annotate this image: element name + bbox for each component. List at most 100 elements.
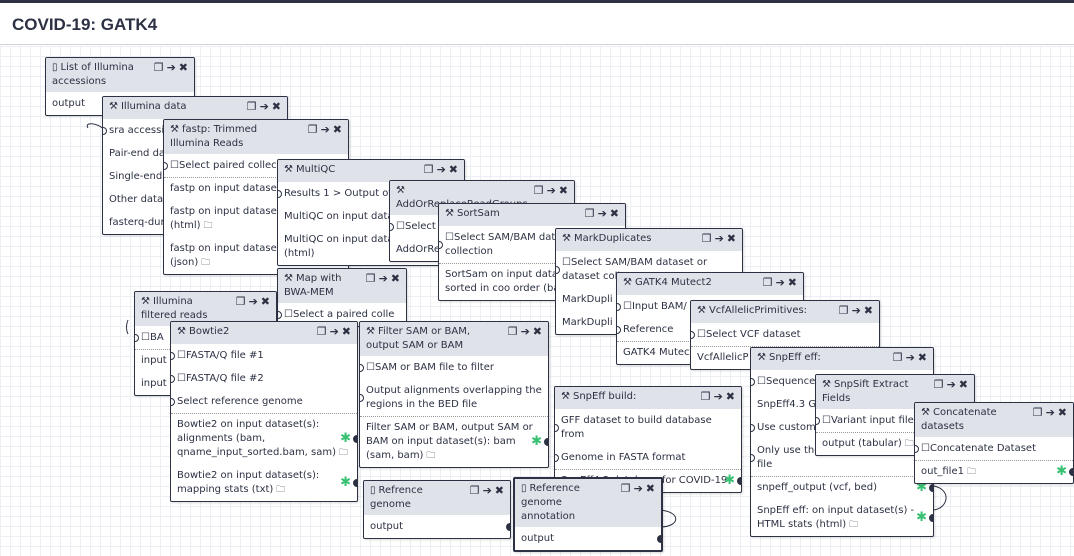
arrow-right-icon[interactable]: ➔	[714, 232, 725, 245]
copy-icon[interactable]: ❐	[507, 325, 519, 338]
input-terminal[interactable]	[171, 398, 175, 406]
input-terminal[interactable]	[171, 352, 175, 360]
close-icon[interactable]: ✖	[390, 272, 401, 285]
close-icon[interactable]: ✖	[863, 304, 874, 317]
workflow-node-bwamem[interactable]: ⚒Map with BWA-MEM❐➔✖☐Select a paired col…	[277, 268, 407, 327]
arrow-right-icon[interactable]: ➔	[775, 276, 786, 289]
node-header[interactable]: ⚒Filter SAM or BAM, output SAM or BAM❐➔✖	[360, 322, 548, 356]
input-terminal[interactable]	[390, 223, 394, 231]
close-icon[interactable]: ✖	[448, 163, 459, 176]
node-header[interactable]: ▯List of Illumina accessions❐➔✖	[46, 58, 194, 92]
asterisk-icon[interactable]: ✱	[916, 510, 927, 525]
input-terminal[interactable]	[171, 375, 175, 383]
arrow-right-icon[interactable]: ➔	[320, 123, 331, 136]
input-terminal[interactable]	[103, 127, 107, 135]
node-header[interactable]: ⚒Map with BWA-MEM❐➔✖	[278, 269, 406, 303]
close-icon[interactable]: ✖	[645, 482, 656, 495]
copy-icon[interactable]: ❐	[469, 484, 481, 497]
asterisk-icon[interactable]: ✱	[531, 434, 542, 449]
node-header[interactable]: ⚒GATK4 Mutect2❐➔✖	[617, 273, 803, 295]
output-terminal[interactable]	[1069, 468, 1073, 476]
arrow-right-icon[interactable]: ➔	[378, 272, 389, 285]
node-header[interactable]: ⚒SnpEff eff:❐➔✖	[751, 348, 933, 370]
close-icon[interactable]: ✖	[787, 276, 798, 289]
arrow-right-icon[interactable]: ➔	[713, 390, 724, 403]
input-terminal[interactable]	[555, 424, 559, 432]
close-icon[interactable]: ✖	[494, 484, 505, 497]
output-terminal[interactable]	[353, 479, 357, 487]
node-header[interactable]: ⚒SortSam❐➔✖	[439, 204, 625, 226]
arrow-right-icon[interactable]: ➔	[482, 484, 493, 497]
copy-icon[interactable]: ❐	[307, 123, 319, 136]
asterisk-icon[interactable]: ✱	[1056, 464, 1067, 479]
arrow-right-icon[interactable]: ➔	[633, 482, 644, 495]
asterisk-icon[interactable]: ✱	[340, 475, 351, 490]
workflow-node-concat[interactable]: ⚒Concatenate datasets❐➔✖☐Concatenate Dat…	[914, 402, 1074, 484]
input-terminal[interactable]	[278, 190, 282, 198]
output-terminal[interactable]	[929, 484, 933, 492]
arrow-right-icon[interactable]: ➔	[520, 325, 531, 338]
input-terminal[interactable]	[617, 303, 621, 311]
arrow-right-icon[interactable]: ➔	[546, 184, 557, 197]
input-terminal[interactable]	[360, 394, 364, 402]
input-terminal[interactable]	[617, 326, 621, 334]
node-header[interactable]: ⚒VcfAllelicPrimitives:❐➔✖	[691, 301, 879, 323]
close-icon[interactable]: ✖	[1057, 406, 1068, 419]
close-icon[interactable]: ✖	[609, 207, 620, 220]
copy-icon[interactable]: ❐	[762, 276, 774, 289]
workflow-node-filtersam[interactable]: ⚒Filter SAM or BAM, output SAM or BAM❐➔✖…	[359, 321, 549, 468]
copy-icon[interactable]: ❐	[246, 100, 258, 113]
copy-icon[interactable]: ❐	[701, 232, 713, 245]
copy-icon[interactable]: ❐	[423, 163, 435, 176]
arrow-right-icon[interactable]: ➔	[436, 163, 447, 176]
close-icon[interactable]: ✖	[958, 378, 969, 391]
copy-icon[interactable]: ❐	[1032, 406, 1044, 419]
copy-icon[interactable]: ❐	[153, 61, 165, 74]
close-icon[interactable]: ✖	[917, 351, 928, 364]
arrow-right-icon[interactable]: ➔	[166, 61, 177, 74]
arrow-right-icon[interactable]: ➔	[1045, 406, 1056, 419]
close-icon[interactable]: ✖	[341, 325, 352, 338]
arrow-right-icon[interactable]: ➔	[248, 295, 259, 308]
copy-icon[interactable]: ❐	[620, 482, 632, 495]
output-terminal[interactable]	[929, 514, 933, 522]
copy-icon[interactable]: ❐	[933, 378, 945, 391]
input-terminal[interactable]	[439, 241, 443, 249]
input-terminal[interactable]	[751, 424, 755, 432]
copy-icon[interactable]: ❐	[584, 207, 596, 220]
node-header[interactable]: ⚒SnpEff build:❐➔✖	[555, 387, 741, 409]
close-icon[interactable]: ✖	[260, 295, 271, 308]
asterisk-icon[interactable]: ✱	[916, 480, 927, 495]
node-header[interactable]: ⚒Illumina data❐➔✖	[103, 97, 287, 119]
workflow-node-bowtie2[interactable]: ⚒Bowtie2❐➔✖☐FASTA/Q file #1☐FASTA/Q file…	[170, 321, 358, 502]
asterisk-icon[interactable]: ✱	[724, 473, 735, 488]
close-icon[interactable]: ✖	[532, 325, 543, 338]
asterisk-icon[interactable]: ✱	[340, 431, 351, 446]
node-header[interactable]: ⚒Bowtie2❐➔✖	[171, 322, 357, 344]
node-header[interactable]: ⚒MultiQC❐➔✖	[278, 160, 464, 182]
copy-icon[interactable]: ❐	[316, 325, 328, 338]
copy-icon[interactable]: ❐	[700, 390, 712, 403]
close-icon[interactable]: ✖	[726, 232, 737, 245]
arrow-right-icon[interactable]: ➔	[851, 304, 862, 317]
copy-icon[interactable]: ❐	[892, 351, 904, 364]
output-terminal[interactable]	[506, 523, 510, 531]
close-icon[interactable]: ✖	[725, 390, 736, 403]
close-icon[interactable]: ✖	[178, 61, 189, 74]
input-terminal[interactable]	[555, 454, 559, 462]
input-terminal[interactable]	[164, 162, 168, 170]
node-header[interactable]: ⚒MarkDuplicates❐➔✖	[556, 229, 742, 251]
input-terminal[interactable]	[691, 331, 695, 339]
input-terminal[interactable]	[360, 364, 364, 372]
close-icon[interactable]: ✖	[271, 100, 282, 113]
output-terminal[interactable]	[737, 477, 741, 485]
copy-icon[interactable]: ❐	[533, 184, 545, 197]
input-terminal[interactable]	[751, 378, 755, 386]
arrow-right-icon[interactable]: ➔	[905, 351, 916, 364]
input-terminal[interactable]	[816, 417, 820, 425]
close-icon[interactable]: ✖	[558, 184, 569, 197]
node-header[interactable]: ▯Refrence genome❐➔✖	[364, 481, 510, 515]
copy-icon[interactable]: ❐	[235, 295, 247, 308]
input-terminal[interactable]	[751, 454, 755, 462]
